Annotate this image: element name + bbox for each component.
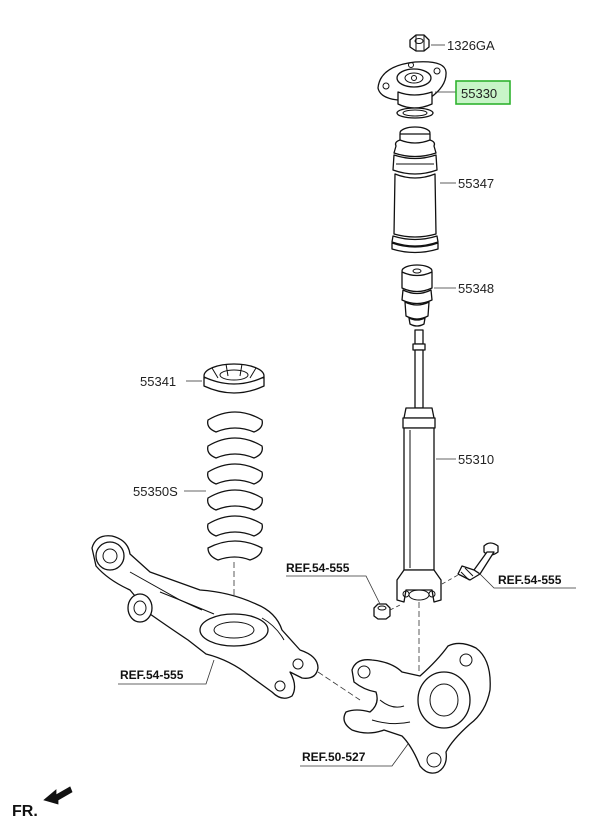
part-label-55310: 55310 [458, 452, 494, 467]
nut-1326ga[interactable] [409, 34, 430, 52]
strut-mount-55330[interactable] [377, 61, 447, 119]
ref-label-knuckle: REF.50-527 [302, 750, 366, 764]
shock-absorber-55310[interactable] [396, 329, 442, 603]
part-label-1326ga: 1326GA [447, 38, 495, 53]
coil-spring-55350s[interactable] [207, 411, 263, 561]
strut-lower-nut[interactable] [373, 603, 391, 620]
part-label-55347: 55347 [458, 176, 494, 191]
spring-pad-55341[interactable] [203, 363, 265, 394]
part-label-55330: 55330 [461, 86, 497, 101]
part-label-55348: 55348 [458, 281, 494, 296]
ref-label-nut: REF.54-555 [286, 561, 350, 575]
front-direction-label: FR. [12, 803, 38, 820]
ref-label-bolt: REF.54-555 [498, 573, 562, 587]
part-label-55350s: 55350S [133, 484, 178, 499]
bump-stopper-55348[interactable] [401, 264, 433, 327]
dust-cover-55347[interactable] [391, 126, 439, 254]
lower-control-arm[interactable] [91, 535, 319, 699]
front-arrow-icon [43, 786, 73, 805]
highlight-box-55330[interactable] [455, 80, 511, 105]
ref-label-arm: REF.54-555 [120, 668, 184, 682]
strut-lower-bolt[interactable] [457, 542, 499, 581]
rear-knuckle[interactable] [343, 642, 491, 774]
part-label-55341: 55341 [140, 374, 176, 389]
